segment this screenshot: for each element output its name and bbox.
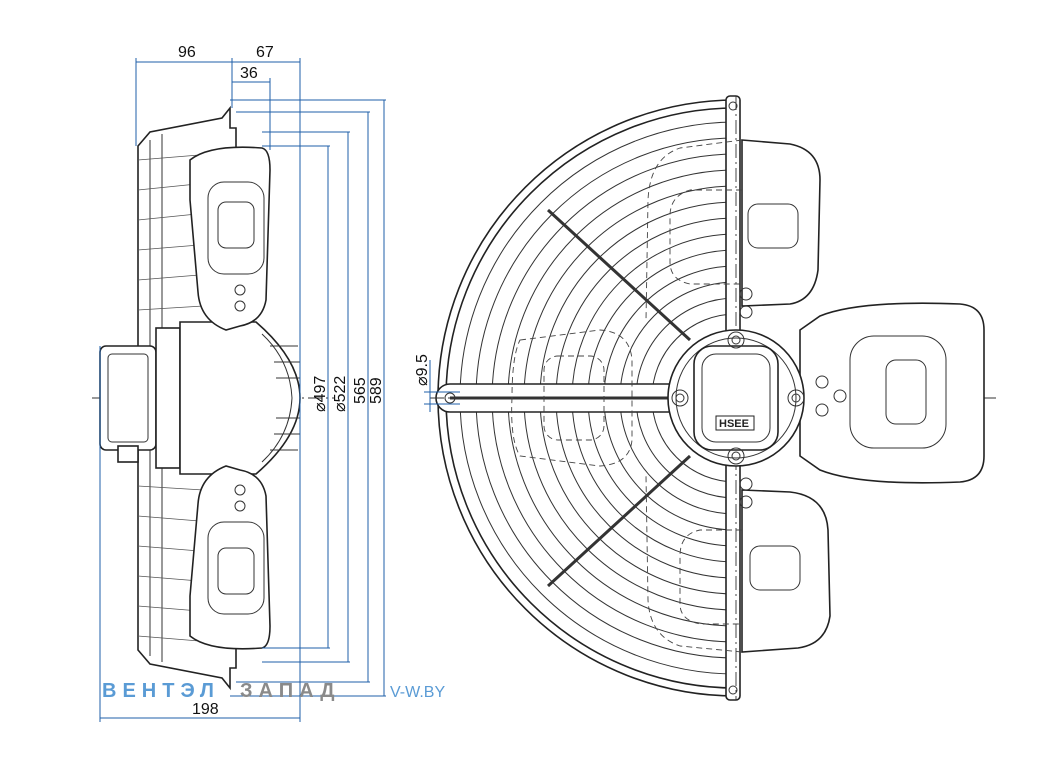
side-guard-frame <box>137 105 237 691</box>
lower-blade-hidden-2 <box>645 475 743 653</box>
dim-36-label: 36 <box>240 65 258 82</box>
upper-blade-window <box>217 201 255 249</box>
dim-522-label: ⌀522 <box>332 376 349 412</box>
upper-bolt-2 <box>234 300 246 312</box>
watermark-part2: ЗАПАД <box>240 680 341 702</box>
lower-blade-front-window <box>749 545 801 591</box>
lower-bolt <box>234 484 246 496</box>
rotor-hub <box>179 321 301 475</box>
dim-198-label: 198 <box>192 701 219 718</box>
upper-blade <box>189 146 271 331</box>
upper-blade-front-window <box>747 203 799 249</box>
left-blade-hidden <box>511 329 633 467</box>
terminal-box-inner <box>107 353 149 443</box>
dim-589-label: 589 <box>368 377 385 404</box>
mount-hole-bottom <box>728 685 738 695</box>
lower-blade-hidden <box>679 529 742 625</box>
mount-hole-top <box>728 101 738 111</box>
side-view: 96 67 36 198 ⌀497 ⌀522 565 589 <box>92 44 386 722</box>
upper-bolt <box>234 284 246 296</box>
upper-blade-outline <box>207 181 265 275</box>
right-blade <box>799 302 985 484</box>
lower-bolt-2 <box>234 500 246 512</box>
left-blade-hidden-window <box>543 355 605 441</box>
front-view: HSEE ⌀9.5 <box>414 95 1000 701</box>
upper-blade-front <box>741 139 821 307</box>
motor-logo-plate <box>715 415 755 431</box>
upper-blade-hidden-2 <box>645 139 743 321</box>
upper-blade-hidden <box>669 189 742 285</box>
motor-cover <box>693 345 779 451</box>
lower-blade-window <box>217 547 255 595</box>
lower-blade <box>189 465 271 650</box>
watermark: ВЕНТЭЛ ЗАПАД V-W.BY <box>102 680 445 702</box>
dim-95-label: ⌀9.5 <box>414 354 431 386</box>
lower-blade-outline <box>207 521 265 615</box>
motor-flange <box>155 327 181 469</box>
dim-67-label: 67 <box>256 44 274 61</box>
dim-565-label: 565 <box>352 377 369 404</box>
motor-cover-inner <box>701 353 771 443</box>
right-blade-window <box>885 359 927 425</box>
lower-blade-front <box>741 489 831 653</box>
rotor-fins <box>261 333 300 463</box>
watermark-part1: ВЕНТЭЛ <box>102 680 220 702</box>
right-blade-outline <box>849 335 947 449</box>
dim-96-label: 96 <box>178 44 196 61</box>
dim-497-label: ⌀497 <box>312 376 329 412</box>
cable-gland <box>117 445 139 463</box>
watermark-url: V-W.BY <box>390 684 445 701</box>
motor-logo: HSEE <box>719 418 749 430</box>
guard-spokes <box>450 208 692 588</box>
